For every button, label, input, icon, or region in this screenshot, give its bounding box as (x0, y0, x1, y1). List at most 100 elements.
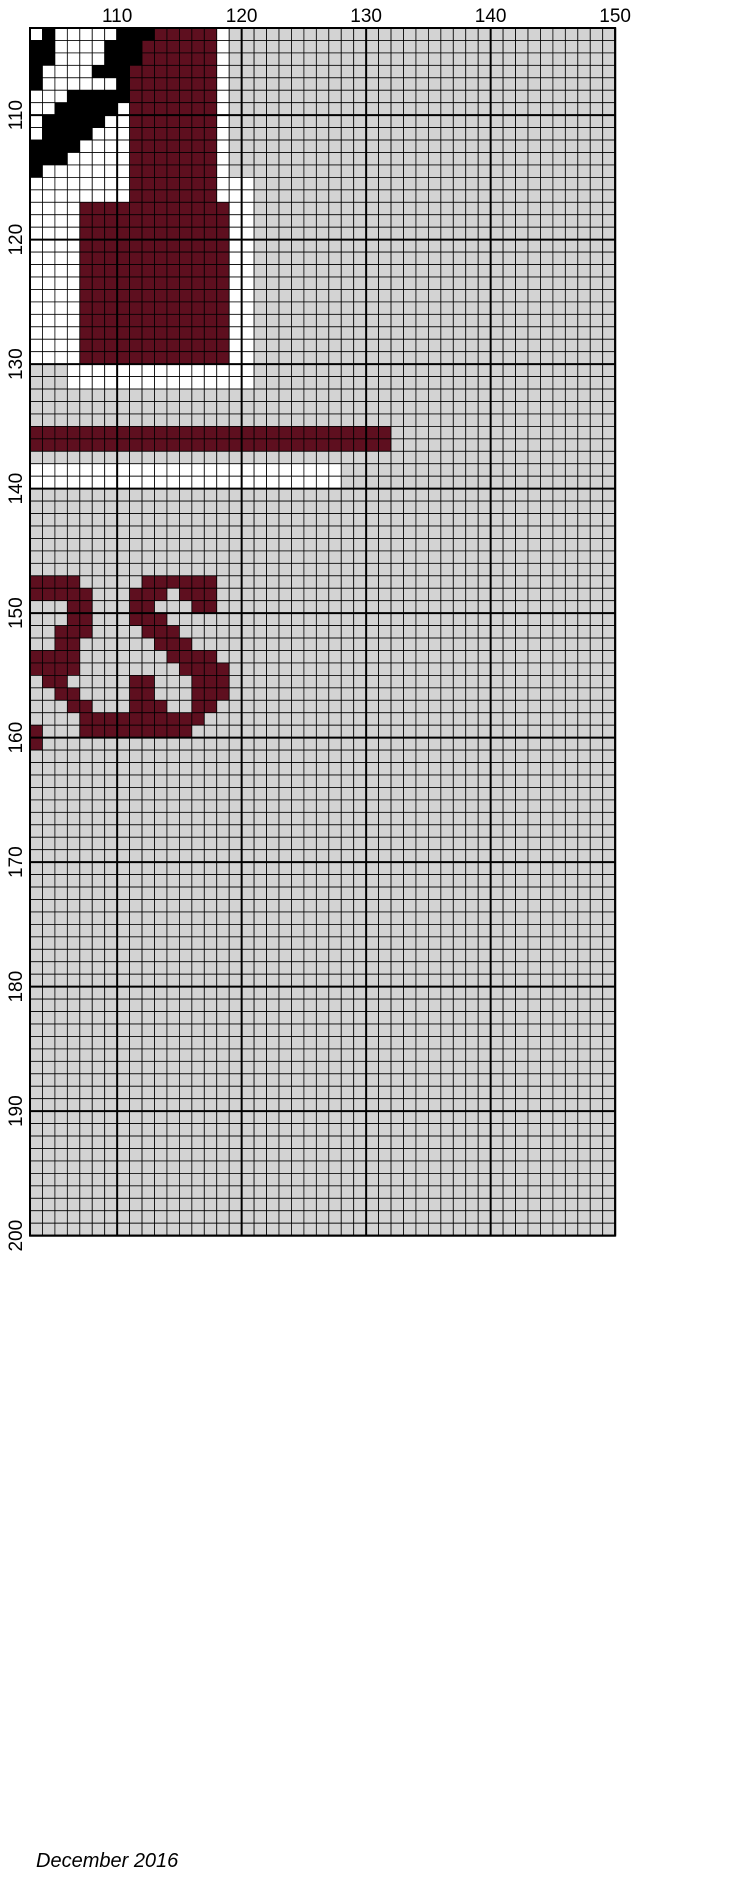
grid-cell (578, 551, 590, 563)
grid-cell (92, 252, 104, 264)
grid-cell (453, 638, 465, 650)
grid-cell (366, 339, 378, 351)
grid-cell (130, 725, 142, 737)
grid-cell (55, 65, 67, 77)
grid-cell (304, 252, 316, 264)
grid-cell (92, 937, 104, 949)
grid-cell (453, 215, 465, 227)
grid-cell (516, 1186, 528, 1198)
grid-cell (466, 514, 478, 526)
grid-cell (254, 153, 266, 165)
grid-cell (590, 501, 602, 513)
grid-cell (603, 1049, 615, 1061)
grid-cell (565, 551, 577, 563)
grid-cell (516, 53, 528, 65)
grid-cell (242, 65, 254, 77)
grid-cell (590, 651, 602, 663)
grid-cell (55, 638, 67, 650)
grid-cell (441, 115, 453, 127)
grid-cell (478, 924, 490, 936)
grid-cell (528, 825, 540, 837)
grid-cell (391, 1111, 403, 1123)
grid-cell (42, 1099, 54, 1111)
grid-cell (142, 476, 154, 488)
grid-cell (540, 153, 552, 165)
grid-cell (204, 1173, 216, 1185)
grid-cell (242, 426, 254, 438)
grid-cell (167, 738, 179, 750)
grid-cell (553, 837, 565, 849)
grid-cell (30, 987, 42, 999)
grid-cell (291, 924, 303, 936)
grid-cell (503, 613, 515, 625)
grid-cell (516, 563, 528, 575)
grid-cell (80, 190, 92, 202)
grid-cell (565, 352, 577, 364)
grid-cell (105, 1074, 117, 1086)
grid-cell (441, 78, 453, 90)
grid-cell (179, 1111, 191, 1123)
grid-cell (528, 389, 540, 401)
grid-cell (217, 825, 229, 837)
grid-cell (291, 389, 303, 401)
grid-cell (229, 663, 241, 675)
grid-cell (354, 638, 366, 650)
grid-cell (590, 1161, 602, 1173)
grid-cell (229, 128, 241, 140)
grid-cell (192, 314, 204, 326)
grid-cell (366, 1049, 378, 1061)
grid-cell (179, 1099, 191, 1111)
grid-cell (142, 1074, 154, 1086)
grid-cell (441, 165, 453, 177)
grid-cell (478, 825, 490, 837)
grid-cell (441, 414, 453, 426)
grid-cell (428, 153, 440, 165)
grid-cell (80, 563, 92, 575)
grid-cell (67, 862, 79, 874)
grid-cell (404, 763, 416, 775)
grid-cell (204, 875, 216, 887)
grid-cell (30, 526, 42, 538)
grid-cell (67, 825, 79, 837)
grid-cell (404, 1024, 416, 1036)
grid-cell (516, 638, 528, 650)
grid-cell (404, 277, 416, 289)
grid-cell (67, 252, 79, 264)
grid-cell (516, 177, 528, 189)
grid-cell (379, 1012, 391, 1024)
grid-cell (155, 364, 167, 376)
grid-cell (192, 750, 204, 762)
grid-cell (92, 302, 104, 314)
grid-cell (341, 775, 353, 787)
grid-cell (329, 538, 341, 550)
grid-cell (117, 140, 129, 152)
grid-cell (304, 962, 316, 974)
grid-cell (105, 688, 117, 700)
grid-cell (167, 227, 179, 239)
grid-cell (379, 65, 391, 77)
grid-cell (540, 1124, 552, 1136)
grid-cell (267, 90, 279, 102)
grid-cell (329, 1036, 341, 1048)
grid-cell (229, 339, 241, 351)
grid-cell (540, 700, 552, 712)
grid-cell (466, 837, 478, 849)
grid-cell (590, 439, 602, 451)
grid-cell (217, 389, 229, 401)
grid-cell (55, 190, 67, 202)
grid-cell (590, 900, 602, 912)
grid-cell (155, 700, 167, 712)
grid-cell (416, 999, 428, 1011)
grid-cell (217, 476, 229, 488)
grid-cell (155, 277, 167, 289)
grid-cell (80, 28, 92, 40)
grid-cell (354, 289, 366, 301)
grid-cell (478, 501, 490, 513)
grid-cell (80, 65, 92, 77)
grid-cell (354, 912, 366, 924)
grid-cell (30, 1124, 42, 1136)
grid-cell (30, 949, 42, 961)
grid-cell (42, 265, 54, 277)
grid-cell (503, 887, 515, 899)
grid-cell (242, 1161, 254, 1173)
